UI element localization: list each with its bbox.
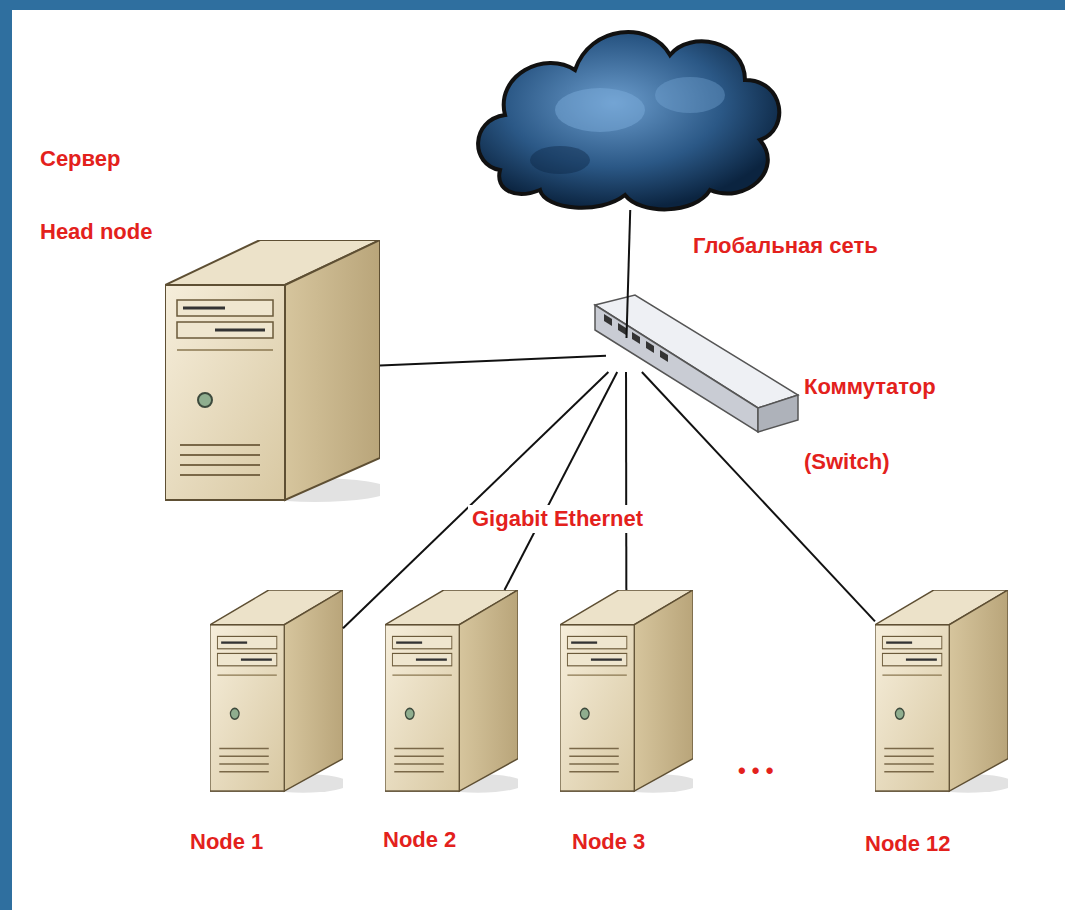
server-node: Node 12 — [875, 590, 1008, 795]
network-label: Gigabit Ethernet — [468, 505, 647, 533]
server-node: Node 2 — [385, 590, 518, 795]
server-icons — [165, 240, 1014, 793]
network-cable — [626, 210, 630, 338]
network-cable — [380, 356, 606, 366]
server-node: СерверHead node — [165, 240, 380, 500]
node-label: Глобальная сеть — [693, 232, 878, 260]
node-label: Node 3 — [572, 828, 645, 856]
node-label: Node 2 — [383, 826, 456, 854]
network-cable — [642, 372, 875, 621]
network-cable — [343, 372, 608, 628]
frame-top — [0, 0, 1065, 10]
server-node: Node 3 — [560, 590, 693, 795]
network-cable — [625, 372, 627, 590]
network-cable — [504, 372, 617, 590]
node-label: Коммутатор — [804, 373, 936, 401]
node-label: Сервер — [40, 145, 120, 173]
cloud-icon — [478, 32, 779, 209]
node-label: Node 1 — [190, 828, 263, 856]
node-label: Node 12 — [865, 830, 951, 858]
switch-node: Коммутатор(Switch) — [606, 338, 646, 372]
frame-left — [0, 0, 12, 910]
ellipsis-label: • • • — [738, 757, 773, 785]
node-label: (Switch) — [804, 448, 890, 476]
network-cloud: Глобальная сеть — [488, 20, 778, 210]
server-node: Node 1 — [210, 590, 343, 795]
node-label: Head node — [40, 218, 152, 246]
